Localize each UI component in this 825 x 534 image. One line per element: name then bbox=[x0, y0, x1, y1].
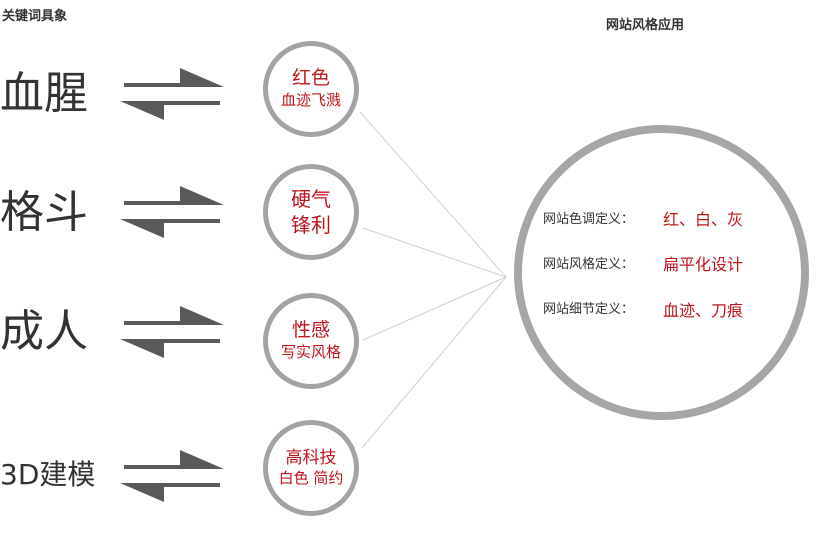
website-style-circle bbox=[514, 125, 809, 420]
definition-2-value: 扁平化设计 bbox=[663, 255, 744, 274]
exchange-arrows-icon bbox=[120, 186, 224, 238]
keyword-1-circle: 红色 血迹飞溅 bbox=[263, 41, 359, 137]
definition-1-label: 网站色调定义： bbox=[543, 212, 635, 227]
definition-2-label: 网站风格定义： bbox=[543, 257, 635, 272]
keyword-2-label: 格斗 bbox=[0, 187, 88, 238]
keyword-1-circle-line2: 血迹飞溅 bbox=[280, 91, 341, 110]
definition-1-value: 红、白、灰 bbox=[663, 210, 744, 229]
connector-line-2 bbox=[362, 227, 507, 278]
connector-line-3 bbox=[362, 276, 507, 341]
keyword-2-circle: 硬气 锋利 bbox=[263, 164, 359, 260]
keyword-1-label: 血腥 bbox=[0, 68, 88, 119]
definition-3-value: 血迹、刀痕 bbox=[663, 301, 744, 320]
keyword-2-circle-line1: 硬气 bbox=[291, 186, 331, 211]
keyword-4-circle-line1: 高科技 bbox=[285, 447, 337, 468]
exchange-arrows-icon bbox=[120, 306, 224, 358]
keyword-3-circle-line1: 性感 bbox=[291, 319, 330, 342]
keyword-3-label: 成人 bbox=[0, 306, 88, 357]
keyword-2-circle-line2: 锋利 bbox=[291, 212, 331, 237]
keyword-3-circle-line2: 写实风格 bbox=[280, 343, 341, 362]
exchange-arrows-icon bbox=[120, 68, 224, 120]
header-keyword-concretization: 关键词具象 bbox=[2, 9, 68, 24]
keyword-4-label: 3D建模 bbox=[0, 458, 96, 491]
connector-line-1 bbox=[359, 111, 507, 278]
header-website-style-application: 网站风格应用 bbox=[606, 18, 685, 33]
keyword-4-circle: 高科技 白色 简约 bbox=[263, 420, 359, 516]
keyword-1-circle-line1: 红色 bbox=[291, 67, 330, 90]
keyword-3-circle: 性感 写实风格 bbox=[263, 293, 359, 389]
keyword-4-circle-line2: 白色 简约 bbox=[278, 468, 344, 487]
connector-line-4 bbox=[361, 276, 507, 449]
definition-3-label: 网站细节定义： bbox=[543, 302, 635, 317]
exchange-arrows-icon bbox=[120, 450, 224, 502]
